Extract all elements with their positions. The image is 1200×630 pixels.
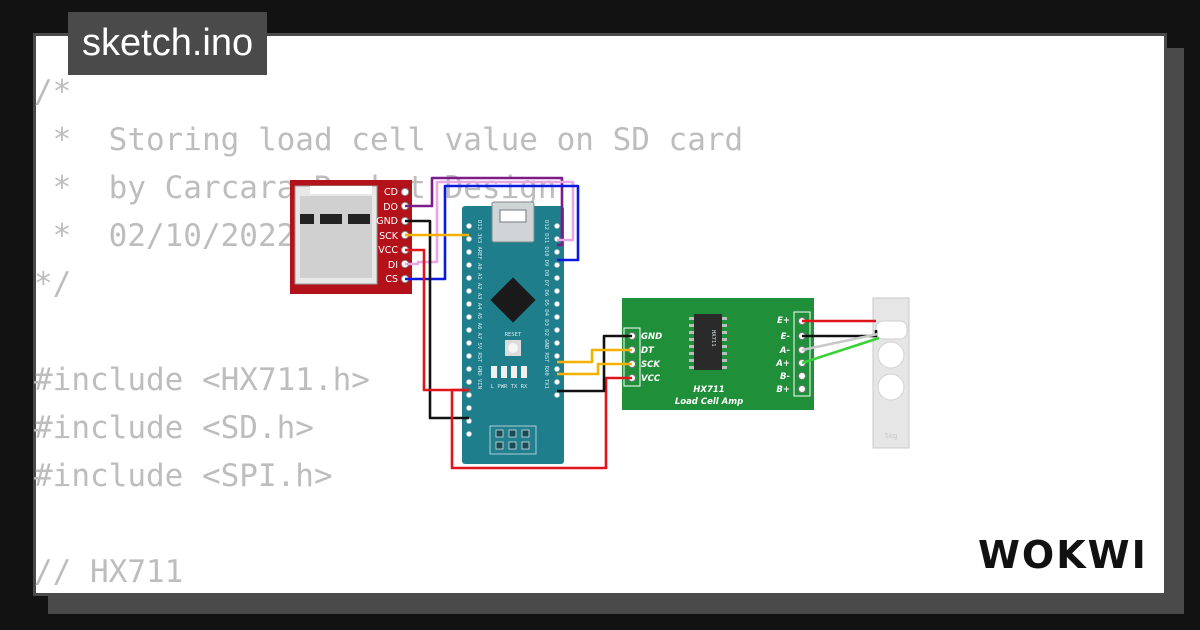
reset-label: RESET bbox=[505, 332, 522, 338]
hx711-right-pins: E+ E- A- A+ B- B+ bbox=[775, 316, 806, 395]
hx711-subtitle: Load Cell Amp bbox=[675, 397, 743, 407]
sd-pin-cd: CD bbox=[384, 187, 398, 198]
sd-pin-sck: SCK bbox=[379, 231, 399, 242]
sd-contact bbox=[300, 214, 314, 224]
hx711-pin-e-minus: E- bbox=[781, 332, 791, 342]
wire-a-minus-gray[interactable] bbox=[801, 332, 879, 352]
wire-do-purple[interactable] bbox=[405, 176, 564, 247]
led-labels: L PWR TX RX bbox=[491, 384, 528, 390]
hx711-right-header bbox=[793, 311, 811, 397]
wokwi-logo: WOKWI bbox=[978, 533, 1148, 577]
code-line: */ bbox=[34, 266, 72, 302]
load-cell-hole bbox=[877, 341, 905, 369]
wire-sck-orange-hx711[interactable] bbox=[557, 362, 632, 376]
sd-pin-gnd: GND bbox=[376, 216, 398, 227]
code-line: // HX711 bbox=[34, 554, 184, 590]
hx711-pin-dt: DT bbox=[641, 346, 655, 356]
code-line: #include <HX711.h> bbox=[34, 362, 370, 398]
sd-pin-cs: CS bbox=[385, 274, 398, 285]
wire-gnd-black[interactable] bbox=[405, 219, 469, 420]
wire-cs-blue[interactable] bbox=[405, 184, 580, 281]
hx711-pin-sck: SCK bbox=[641, 360, 661, 370]
hx711-title: HX711 bbox=[693, 385, 724, 395]
nano-left-pin-labels: D12 D11 D10 D9 D8 D7 D6 D5 D4 D3 D2 GND … bbox=[543, 220, 549, 389]
nano-board bbox=[462, 206, 564, 464]
sd-pins: CD DO GND SCK VCC DI CS bbox=[376, 187, 410, 285]
load-cell-label: 5kg bbox=[885, 432, 898, 440]
code-line: #include <SD.h> bbox=[34, 410, 314, 446]
hx711-left-header bbox=[623, 327, 641, 387]
wires bbox=[405, 176, 880, 470]
led-l bbox=[491, 366, 497, 378]
hx711-pin-a-plus: A+ bbox=[775, 359, 790, 369]
wokwi-logo-text: WOKWI bbox=[978, 533, 1148, 577]
nano-right-pin-labels: D13 3V3 AREF A0 A1 A2 A3 A4 A5 A6 A7 5V … bbox=[476, 220, 482, 389]
hx711-chip-label: HX711 bbox=[710, 330, 716, 347]
nano-pin-column-left bbox=[466, 223, 472, 437]
preview-card bbox=[33, 33, 1167, 596]
sd-contact bbox=[348, 214, 370, 224]
sd-pin-do: DO bbox=[383, 202, 398, 213]
usb-port bbox=[499, 209, 527, 223]
icsp-pins bbox=[495, 429, 530, 450]
file-name-tab[interactable]: sketch.ino bbox=[68, 12, 268, 75]
led-pwr bbox=[501, 366, 507, 378]
load-cell[interactable]: 5kg bbox=[872, 297, 910, 449]
hx711-pin-gnd: GND bbox=[641, 332, 662, 342]
hx711-pin-hole[interactable] bbox=[798, 385, 806, 393]
code-line: * 02/10/2022 bbox=[34, 218, 296, 254]
sd-card-module[interactable]: CD DO GND SCK VCC DI CS bbox=[290, 180, 412, 294]
hx711-pin-a-minus: A- bbox=[779, 346, 791, 356]
hx711-pin-e-plus: E+ bbox=[777, 316, 790, 326]
hx711-pin-vcc: VCC bbox=[641, 374, 661, 384]
load-cell-hole bbox=[877, 373, 905, 401]
wire-dt-orange[interactable] bbox=[557, 348, 632, 364]
code-line: #include <SPI.h> bbox=[34, 458, 333, 494]
hx711-chip: HX711 bbox=[689, 314, 727, 370]
wire-vcc-red-hx711[interactable] bbox=[450, 376, 632, 470]
led-rx bbox=[521, 366, 527, 378]
led-tx bbox=[511, 366, 517, 378]
arduino-nano[interactable]: RESET L PWR TX RX D13 3V3 AREF A0 A1 A2 … bbox=[462, 201, 564, 464]
sd-contact bbox=[320, 214, 342, 224]
wire-di-pink[interactable] bbox=[405, 180, 575, 266]
code-line: * Storing load cell value on SD card bbox=[34, 122, 744, 158]
reset-button-cap bbox=[508, 343, 518, 353]
sd-pin-di: DI bbox=[388, 260, 398, 271]
wire-vcc-red[interactable] bbox=[405, 248, 469, 392]
hx711-pin-hole[interactable] bbox=[798, 372, 806, 380]
hx711-pin-b-minus: B- bbox=[780, 372, 790, 382]
code-preview: /* * Storing load cell value on SD card … bbox=[34, 68, 743, 596]
wire-e-minus-black[interactable] bbox=[802, 330, 878, 338]
nano-pin-column-right bbox=[554, 223, 560, 398]
wire-a-plus-green[interactable] bbox=[801, 336, 880, 365]
sd-card bbox=[300, 196, 372, 278]
load-cell-terminal bbox=[875, 320, 908, 340]
hx711-pin-b-plus: B+ bbox=[776, 385, 790, 395]
code-line: /* bbox=[34, 74, 72, 110]
sd-pin-vcc: VCC bbox=[378, 245, 398, 256]
sd-notch bbox=[310, 186, 372, 194]
sd-pin-hole[interactable] bbox=[400, 187, 410, 197]
hx711-module[interactable]: HX711 HX711 Load Cell Amp GND DT SCK VCC… bbox=[622, 298, 814, 410]
hx711-left-pins: GND DT SCK VCC bbox=[628, 332, 662, 384]
